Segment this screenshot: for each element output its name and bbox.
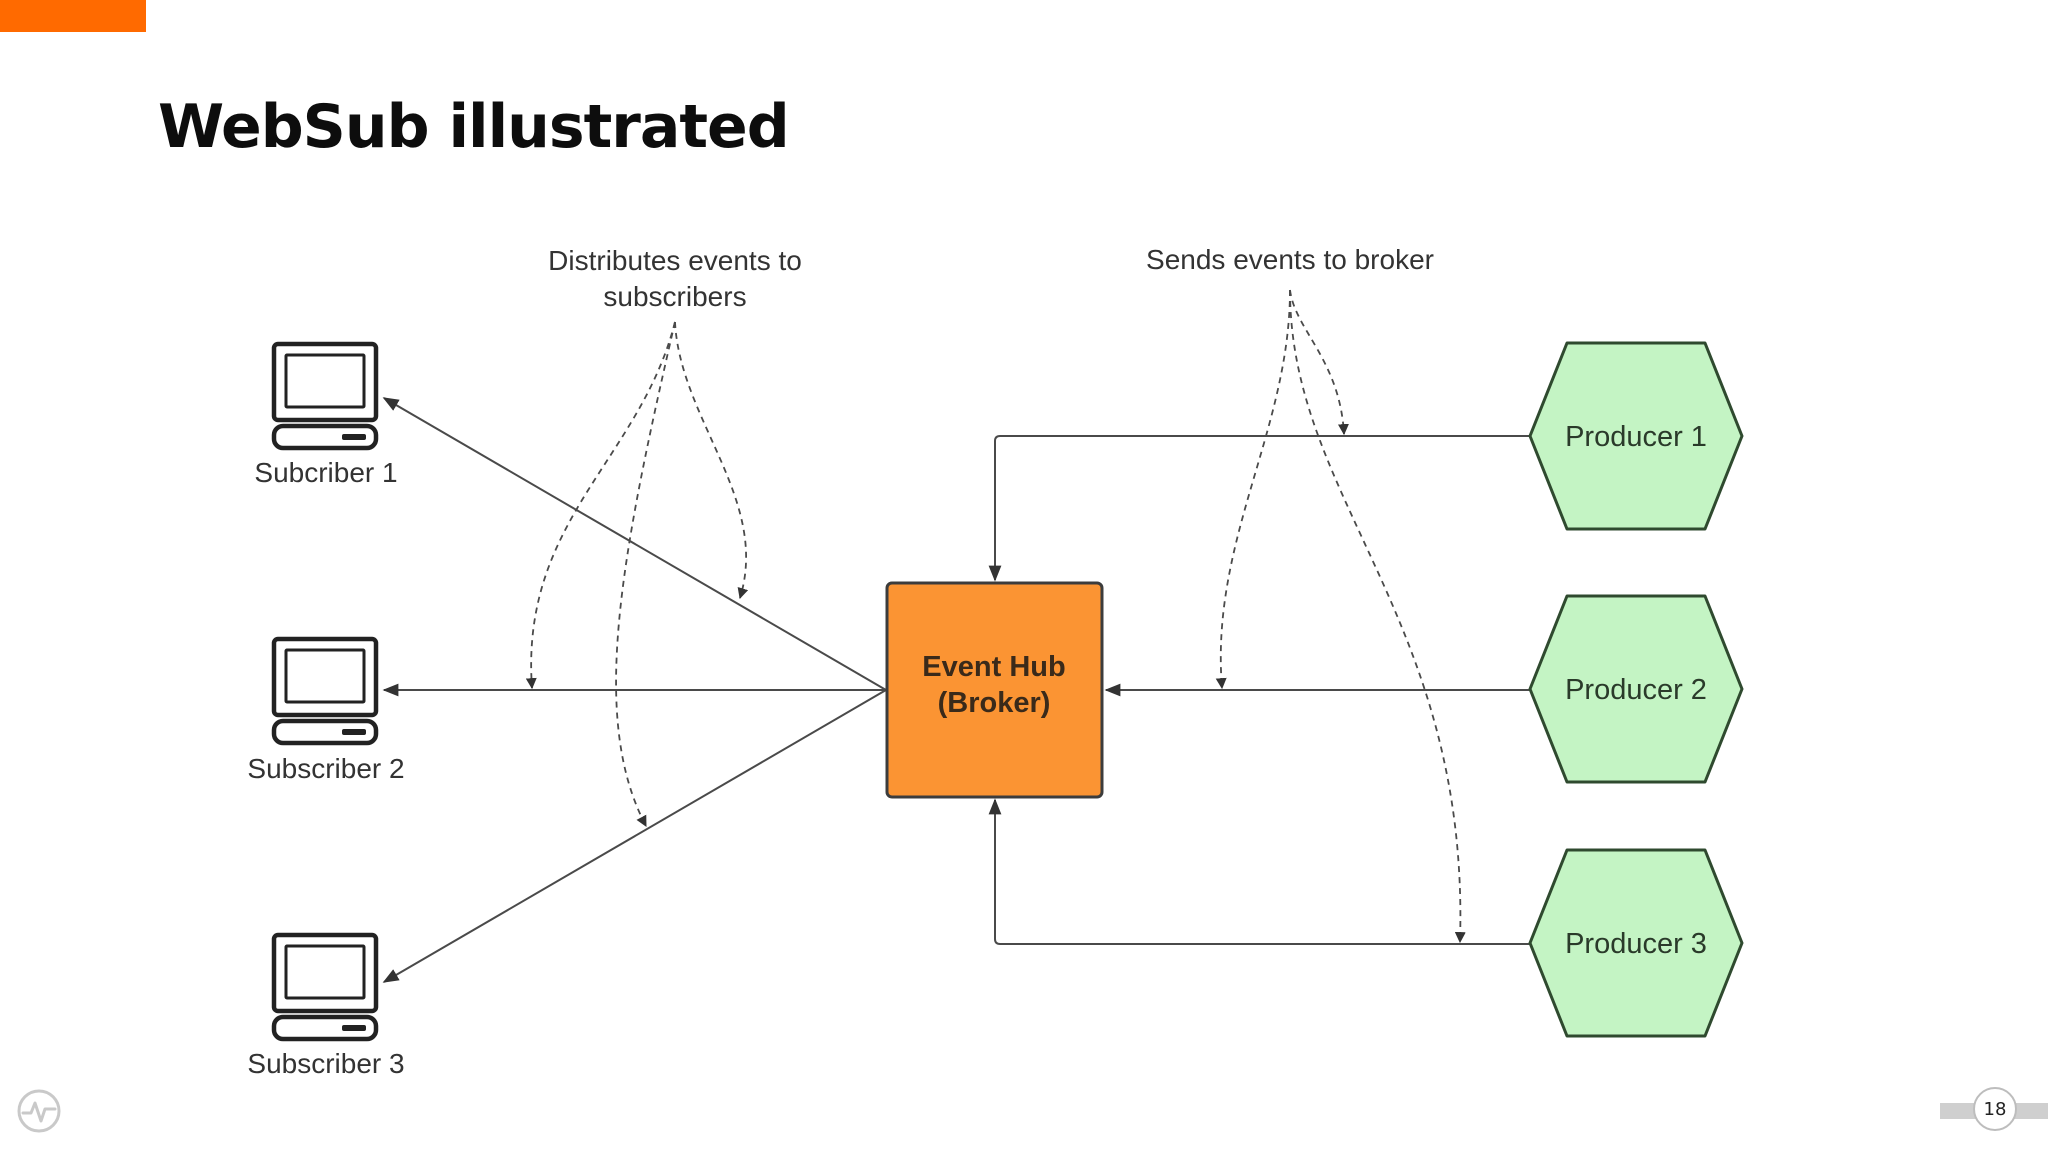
pointer-sends-to-edge-1 (1289, 289, 1349, 436)
slide-title: WebSub illustrated (158, 92, 790, 162)
edge-producer-1-broker (988, 435, 1530, 582)
producer-hexagon (1528, 848, 1744, 1038)
brand-logo-icon (17, 1089, 61, 1133)
edge-broker-subscriber-3 (382, 689, 887, 983)
subscriber-3: Subscriber 3 (247, 932, 405, 1079)
accent-bar (0, 0, 146, 32)
distributes-label-line-2: subscribers (603, 281, 746, 312)
distributes-label-line-1: Distributes events to (548, 245, 802, 276)
broker-label-line-2: (Broker) (938, 687, 1051, 719)
subscriber-label: Subcriber 1 (254, 457, 397, 488)
distributes-annotation-pointers (525, 321, 749, 827)
producer-label: Producer 2 (1565, 674, 1707, 706)
broker-box (885, 581, 1104, 799)
producer-label: Producer 3 (1565, 928, 1707, 960)
producer-hexagon (1528, 341, 1744, 531)
pointer-sends-to-edge-2 (1215, 289, 1291, 690)
pointer-distributes-to-edge-1 (674, 321, 749, 600)
sends-annotation-pointers (1215, 289, 1466, 944)
subscriber-label: Subscriber 2 (247, 753, 404, 784)
producer-2: Producer 2 (1528, 594, 1744, 784)
subscriber-1: Subcriber 1 (254, 341, 398, 488)
page-number: 18 (1973, 1087, 2017, 1131)
computer-icon (271, 636, 379, 746)
pointer-sends-to-edge-3 (1289, 289, 1466, 944)
producer-1: Producer 1 (1528, 341, 1744, 531)
pointer-distributes-to-edge-3 (615, 321, 676, 827)
edge-producer-3-broker (988, 798, 1530, 945)
computer-icon (271, 932, 379, 1042)
sends-label: Sends events to broker (1146, 244, 1434, 275)
edge-broker-subscriber-1 (382, 397, 887, 691)
pointer-distributes-to-edge-2 (525, 321, 676, 690)
broker-to-subscribers-edges (382, 397, 887, 983)
event-hub-broker: Event Hub (Broker) (885, 581, 1104, 799)
broker-label-line-1: Event Hub (922, 651, 1065, 683)
producer-3: Producer 3 (1528, 848, 1744, 1038)
computer-icon (271, 341, 379, 451)
producer-label: Producer 1 (1565, 421, 1707, 453)
producers-to-broker-edges (988, 435, 1530, 945)
annotation-labels: Distributes events to subscribers Sends … (548, 244, 1434, 312)
subscriber-label: Subscriber 3 (247, 1048, 404, 1079)
subscriber-2: Subscriber 2 (247, 636, 405, 784)
producer-hexagon (1528, 594, 1744, 784)
